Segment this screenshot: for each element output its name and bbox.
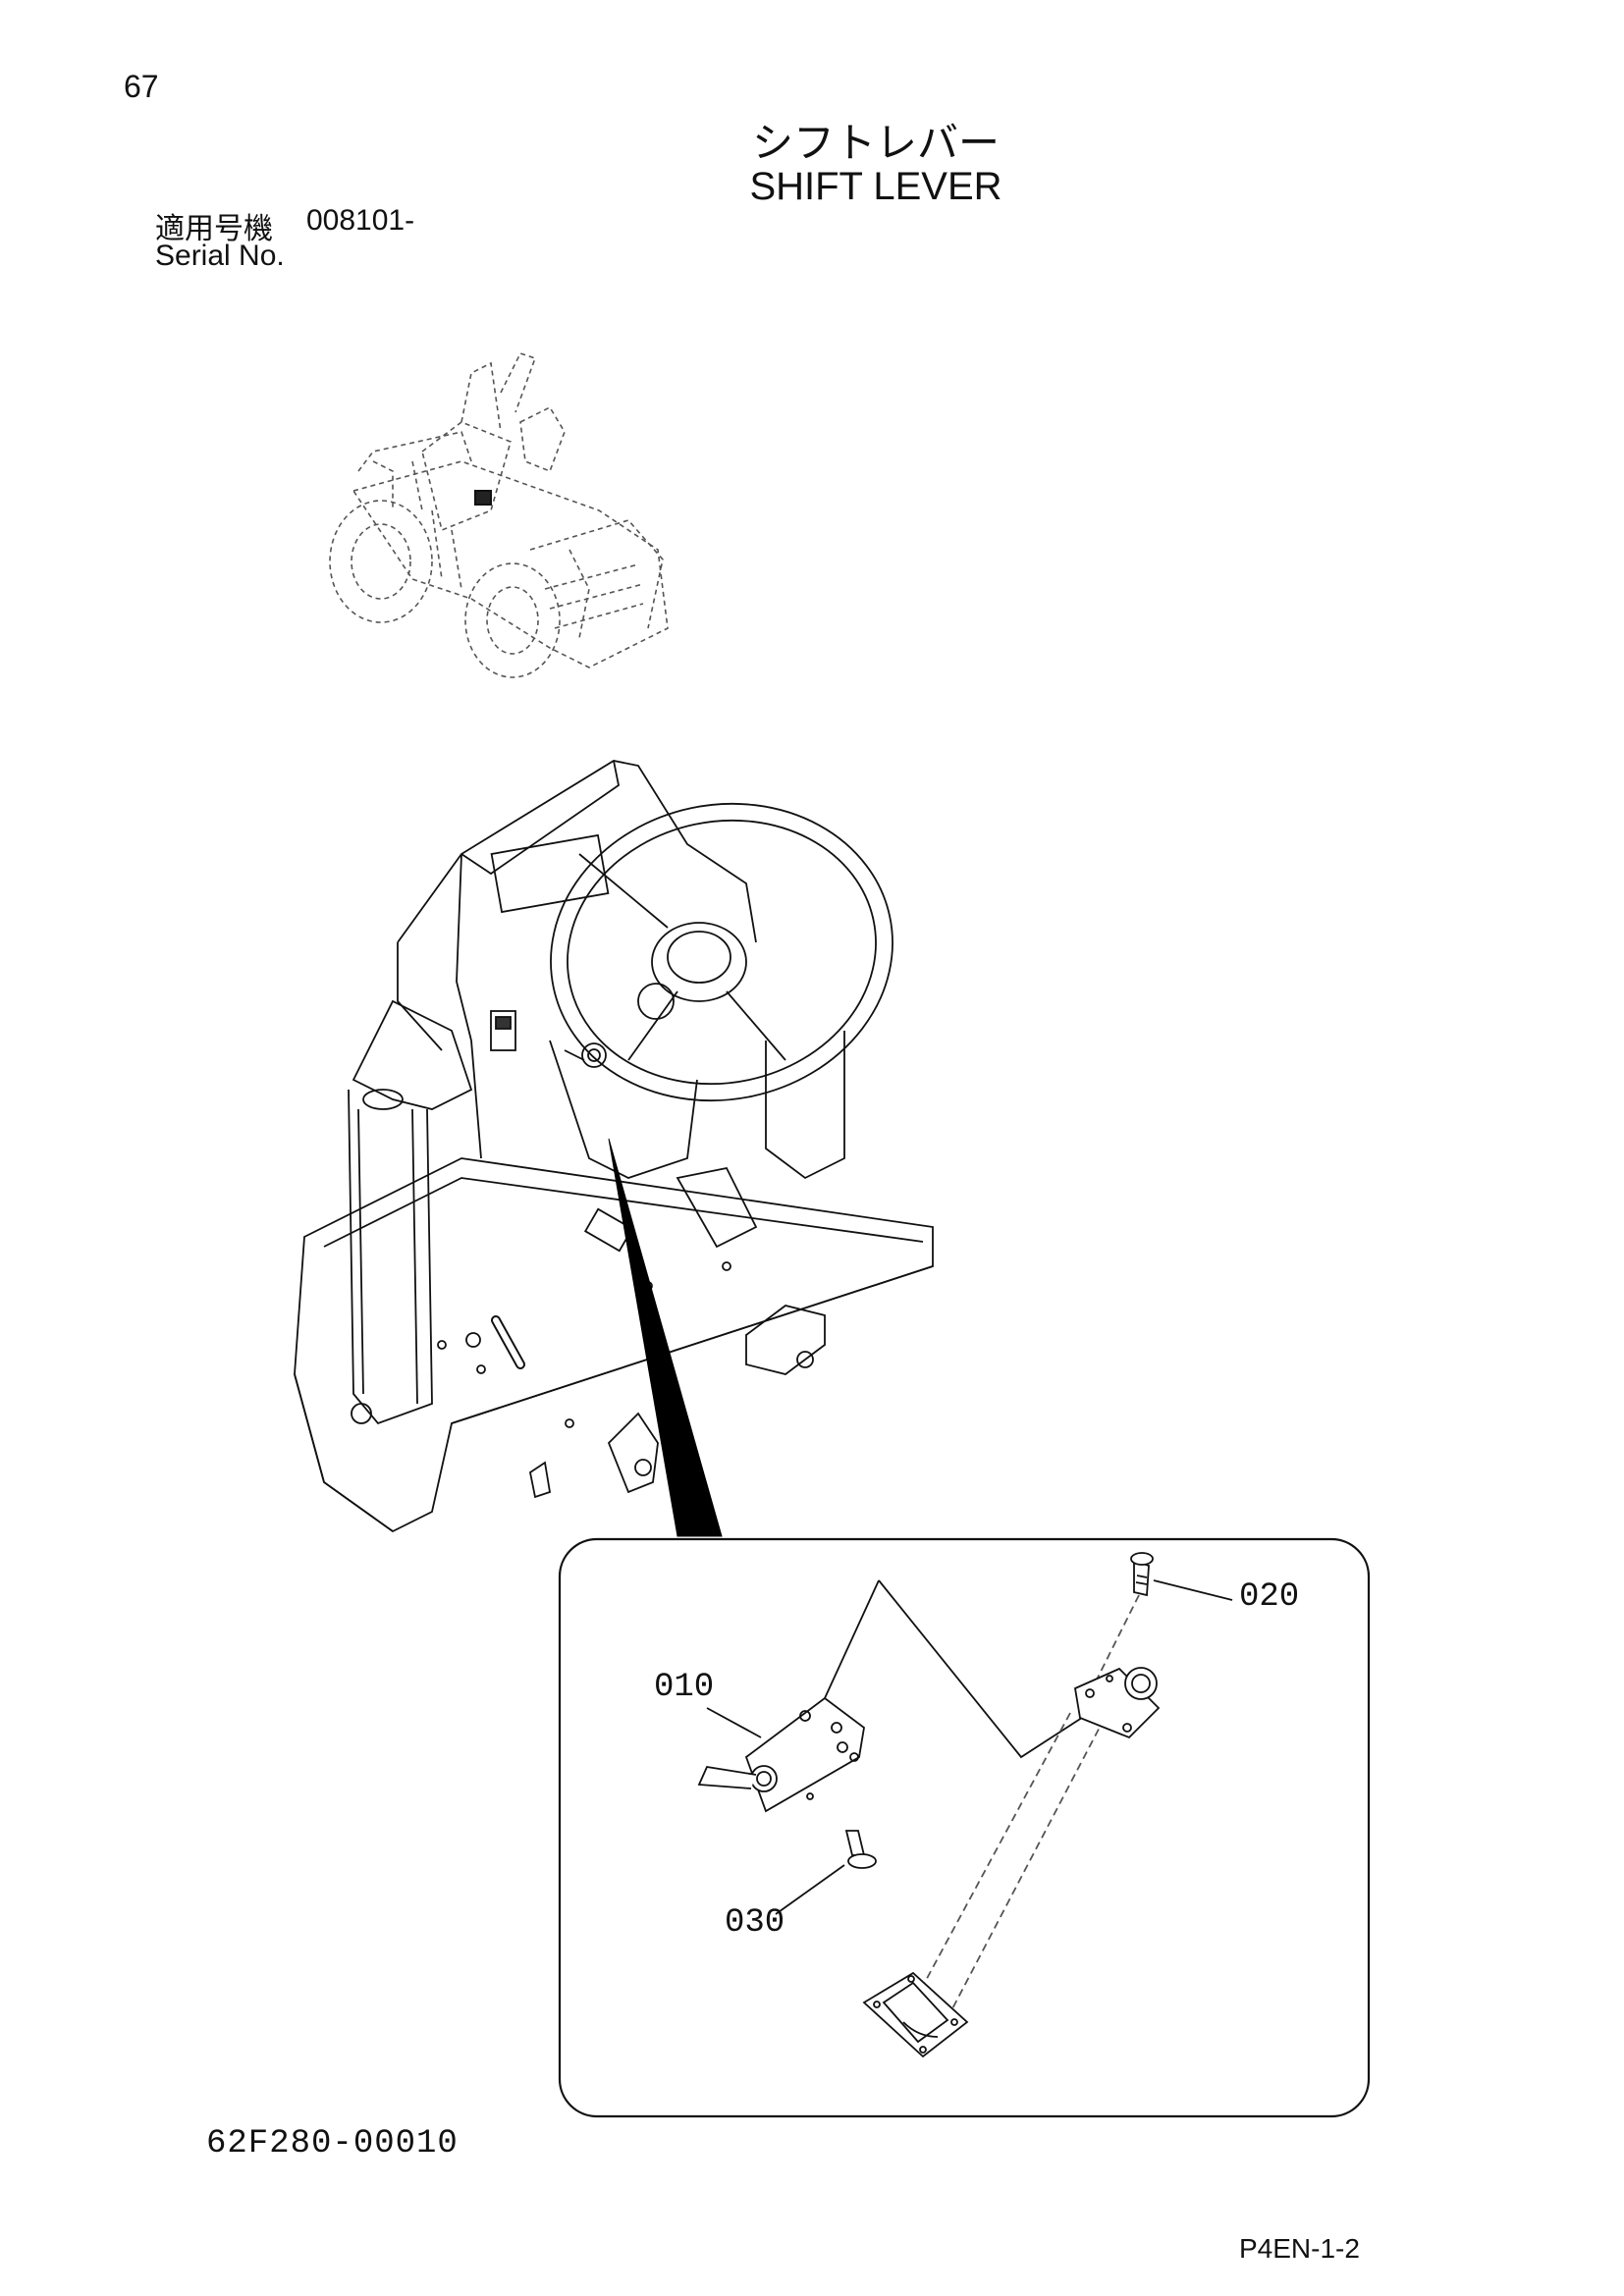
detail-leader-wedge bbox=[608, 1138, 723, 1537]
callout-010: 010 bbox=[654, 1669, 715, 1706]
detail-view-parts bbox=[697, 1552, 1233, 2058]
page-number: 67 bbox=[124, 69, 159, 104]
serial-value: 008101- bbox=[306, 204, 415, 237]
operator-platform-illustration bbox=[294, 760, 934, 1533]
machine-overview-illustration bbox=[329, 352, 669, 678]
page-code: P4EN-1-2 bbox=[1239, 2233, 1360, 2264]
serial-label-jp: 適用号機 bbox=[155, 212, 273, 246]
callout-030: 030 bbox=[725, 1904, 785, 1942]
callout-020: 020 bbox=[1239, 1578, 1300, 1616]
detail-view-frame bbox=[558, 1537, 1371, 2118]
page-title-jp: シフトレバー bbox=[751, 119, 1000, 167]
page-title-en: SHIFT LEVER bbox=[749, 165, 1002, 208]
overview-shift-lever-marker bbox=[474, 490, 492, 506]
serial-label-en: Serial No. bbox=[155, 240, 285, 272]
drawing-number: 62F280-00010 bbox=[206, 2125, 459, 2163]
